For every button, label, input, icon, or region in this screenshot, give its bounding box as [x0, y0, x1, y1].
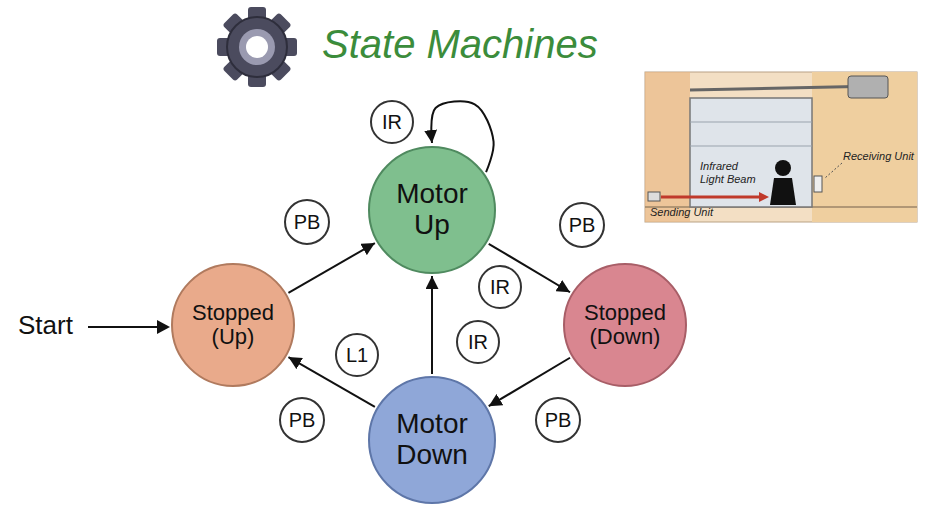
transition-circle: IR	[370, 100, 414, 144]
circle-shape	[371, 101, 413, 143]
door-panel-line	[690, 122, 812, 123]
illustration-label: Sending Unit	[650, 206, 713, 219]
transition-circle: PB	[279, 397, 325, 443]
garage-door	[690, 98, 812, 207]
illustration-label: Infrared Light Beam	[700, 160, 764, 186]
node-text-wrap: Stopped (Down)	[563, 263, 687, 387]
diagram-title: State Machines	[322, 20, 598, 68]
door-panel-line	[690, 146, 812, 147]
circle-shape	[285, 200, 329, 244]
transition-circle: PB	[535, 397, 581, 443]
transition-label: PB	[569, 214, 596, 236]
transition-circle: IR	[478, 265, 522, 309]
illustration-label: Receiving Unit	[843, 150, 914, 163]
gear-ring	[239, 29, 275, 65]
receiving-unit	[814, 176, 822, 192]
person-body	[770, 178, 796, 205]
transition-label: IR	[490, 276, 510, 298]
start-label: Start	[18, 310, 73, 341]
node-text-wrap: Motor Down	[368, 376, 496, 504]
transition-circle: PB	[559, 202, 605, 248]
transition-circle: L1	[335, 333, 379, 377]
start-arrow	[88, 320, 170, 334]
circle-shape	[457, 321, 499, 363]
node-text-wrap: L1	[335, 333, 379, 377]
state-name: Motor Down	[382, 409, 482, 471]
circle-shape	[172, 264, 294, 386]
person-head	[775, 160, 791, 176]
label-holder: Sending Unit	[650, 206, 713, 219]
transition-label: PB	[545, 409, 572, 431]
garage-wall	[645, 72, 917, 222]
transition-label: IR	[382, 111, 402, 133]
state-circle: Stopped (Up)	[171, 263, 295, 387]
node-text-wrap: Motor Up	[368, 146, 496, 274]
opener-motor	[848, 76, 888, 98]
side-wall	[812, 72, 917, 222]
gear-icon	[217, 7, 297, 87]
circle-shape	[564, 264, 686, 386]
gear-body	[227, 17, 287, 77]
node-text-wrap: PB	[535, 397, 581, 443]
title-holder: State Machines	[322, 20, 598, 68]
start-arrow-line	[88, 326, 160, 328]
wall-shade	[645, 72, 690, 222]
transition-arrow	[431, 276, 433, 374]
label-holder: Start	[18, 310, 73, 341]
garage-illustration	[645, 72, 917, 222]
start-arrow-head	[157, 320, 170, 334]
gear-hole	[246, 36, 268, 58]
transition-circle: PB	[284, 199, 330, 245]
circle-shape	[479, 266, 521, 308]
node-text-wrap: IR	[456, 320, 500, 364]
label-holder: Receiving Unit	[843, 150, 914, 163]
state-circle: Stopped (Down)	[563, 263, 687, 387]
transition-label: PB	[289, 409, 316, 431]
node-text-wrap: IR	[370, 100, 414, 144]
circle-shape	[369, 377, 495, 503]
circle-shape	[280, 398, 324, 442]
transition-circle: IR	[456, 320, 500, 364]
transition-arrow	[288, 243, 374, 293]
state-circle: Motor Up	[368, 146, 496, 274]
state-name: Stopped (Up)	[183, 301, 283, 349]
circle-shape	[536, 398, 580, 442]
state-circle: Motor Down	[368, 376, 496, 504]
circle-shape	[336, 334, 378, 376]
node-text-wrap: Stopped (Up)	[171, 263, 295, 387]
state-name: Stopped (Down)	[575, 301, 675, 349]
sending-unit	[648, 192, 660, 201]
state-name: Motor Up	[382, 179, 482, 241]
node-text-wrap: PB	[559, 202, 605, 248]
leader-line	[825, 163, 842, 178]
beam-arrow-head	[759, 192, 769, 202]
circle-shape	[560, 203, 604, 247]
transition-label: L1	[346, 344, 368, 366]
transition-label: PB	[294, 211, 321, 233]
infrared-beam	[661, 196, 760, 199]
node-text-wrap: PB	[279, 397, 325, 443]
transition-label: IR	[468, 331, 488, 353]
node-text-wrap: PB	[284, 199, 330, 245]
circle-shape	[369, 147, 495, 273]
label-holder: Infrared Light Beam	[700, 160, 764, 186]
node-text-wrap: IR	[478, 265, 522, 309]
